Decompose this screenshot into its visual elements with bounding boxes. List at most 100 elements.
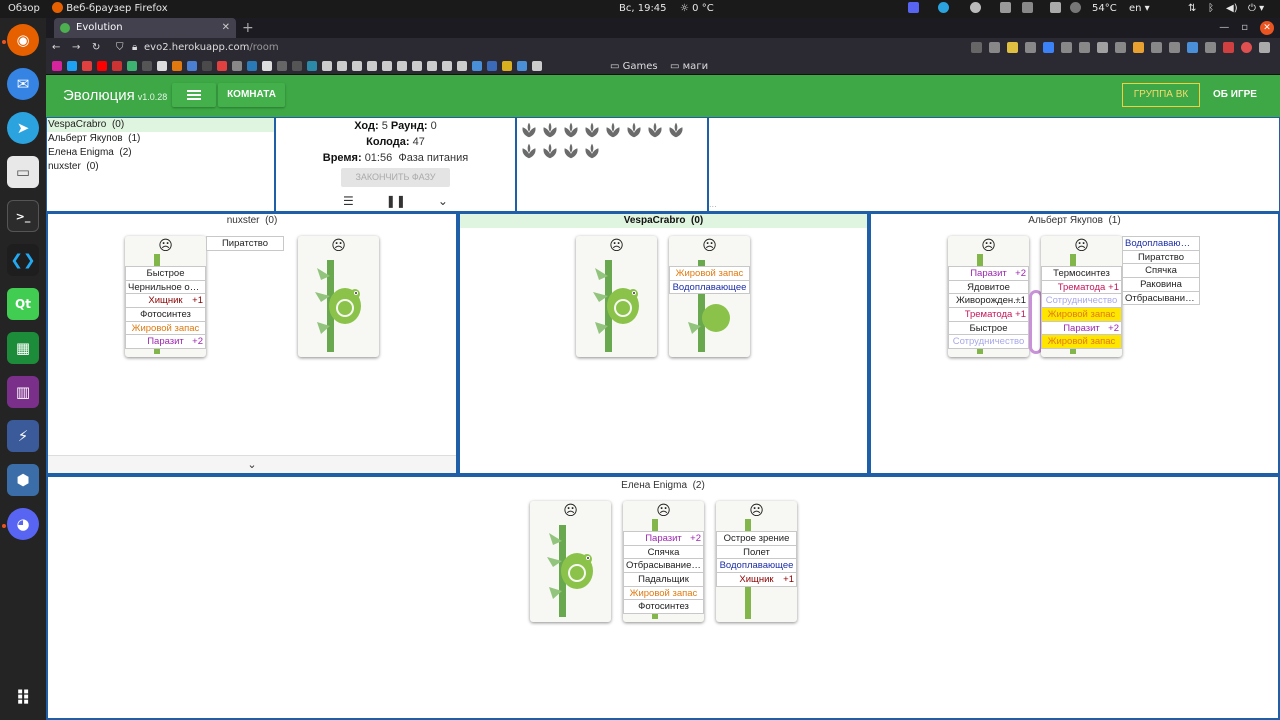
bookmark-icon[interactable] (232, 61, 242, 71)
forward-icon[interactable]: → (72, 42, 81, 53)
bookmark-icon[interactable] (487, 61, 497, 71)
log-list-icon[interactable]: ☰ (343, 194, 354, 208)
bookmark-icon[interactable] (412, 61, 422, 71)
animal-card[interactable]: ☹ (530, 501, 611, 622)
star-icon[interactable] (1025, 42, 1036, 53)
dock-telegram-icon[interactable]: ➤ (7, 112, 39, 144)
bookmark-folder-games[interactable]: ▭ Games (610, 61, 658, 72)
food-token-icon[interactable] (520, 142, 538, 160)
animal-card[interactable]: ☹ (576, 236, 657, 357)
bookmark-icon[interactable] (367, 61, 377, 71)
food-token-icon[interactable] (625, 121, 643, 139)
tray-icon-5[interactable] (1022, 0, 1033, 18)
animal-card[interactable]: ☹ (298, 236, 379, 357)
dock-files-icon[interactable]: ▭ (7, 156, 39, 188)
bookmark-icon[interactable] (97, 61, 107, 71)
tray-icon-7[interactable] (1070, 0, 1081, 18)
dock-vscode-icon[interactable]: ❮❯ (7, 244, 39, 276)
dock-app-icon[interactable]: ▥ (7, 376, 39, 408)
bookmark-icon[interactable] (337, 61, 347, 71)
bookmark-icon[interactable] (217, 61, 227, 71)
trait[interactable]: Сотрудничество (1041, 293, 1122, 309)
bookmark-icon[interactable] (457, 61, 467, 71)
maximize-icon[interactable]: ▫ (1241, 22, 1248, 33)
extension-icon[interactable] (1115, 42, 1126, 53)
bluetooth-icon[interactable]: ᛒ (1208, 3, 1214, 14)
player-row[interactable]: Елена Enigma (2) (47, 146, 274, 160)
trait[interactable]: Трематода+1 (1041, 279, 1122, 295)
menu-icon[interactable] (971, 42, 982, 53)
volume-icon[interactable]: ◀) (1226, 3, 1238, 14)
food-token-icon[interactable] (583, 142, 601, 160)
extension-icon[interactable] (1205, 42, 1216, 53)
activities-button[interactable]: Обзор (8, 3, 40, 14)
food-token-icon[interactable] (583, 121, 601, 139)
trait[interactable]: Отбрасывание ... (1122, 290, 1200, 306)
tray-icon-4[interactable] (1000, 0, 1011, 18)
food-token-icon[interactable] (562, 142, 580, 160)
clock[interactable]: Вс, 19:45 (619, 3, 667, 14)
trait[interactable]: Фотосинтез (125, 307, 206, 322)
bookmark-icon[interactable] (52, 61, 62, 71)
trait[interactable]: Трематода+1 (948, 307, 1029, 322)
trait[interactable]: Жировой запас (1041, 307, 1122, 322)
trait[interactable]: Спячка (623, 544, 704, 560)
trait[interactable]: Отбрасывание ... (623, 558, 704, 574)
extension-icon[interactable] (1133, 42, 1144, 53)
minimize-icon[interactable]: — (1219, 22, 1230, 33)
food-token-icon[interactable] (604, 121, 622, 139)
trait[interactable]: Ядовитое (948, 279, 1029, 295)
network-icon[interactable]: ⇅ (1188, 3, 1197, 14)
dock-discord-icon[interactable]: ◕ (7, 508, 39, 540)
extension-icon[interactable] (1007, 42, 1018, 53)
trait[interactable]: Паразит+2 (623, 531, 704, 546)
bookmark-icon[interactable] (382, 61, 392, 71)
bookmark-icon[interactable] (172, 61, 182, 71)
panel-resize-handle[interactable]: ... (709, 200, 717, 209)
back-icon[interactable]: ← (52, 42, 61, 53)
food-token-icon[interactable] (520, 121, 538, 139)
bookmark-icon[interactable] (112, 61, 122, 71)
expand-area-button[interactable]: ⌄ (48, 455, 456, 473)
bookmark-icon[interactable] (292, 61, 302, 71)
trait[interactable]: Паразит+2 (948, 266, 1029, 281)
trait[interactable]: Хищник+1 (716, 572, 797, 587)
trait[interactable]: Живорожден...+1 (948, 293, 1029, 309)
trait[interactable]: Хищник+1 (125, 293, 206, 309)
trait[interactable]: Жировой запас (623, 585, 704, 601)
bookmark-icon[interactable] (442, 61, 452, 71)
bookmark-icon[interactable] (187, 61, 197, 71)
shield-icon[interactable]: ⛉ (116, 42, 124, 53)
extension-icon[interactable] (1151, 42, 1162, 53)
dock-mail-icon[interactable]: ✉ (7, 68, 39, 100)
trait[interactable]: Падальщик (623, 572, 704, 587)
trait[interactable]: Полет (716, 544, 797, 560)
trait[interactable]: Спячка (1122, 263, 1200, 279)
close-tab-icon[interactable]: ✕ (221, 22, 230, 33)
dock-qt-icon[interactable]: Qt (7, 288, 39, 320)
power-icon[interactable]: ⏻ ▾ (1248, 3, 1265, 14)
bookmark-icon[interactable] (202, 61, 212, 71)
food-token-icon[interactable] (541, 142, 559, 160)
dock-spreadsheet-icon[interactable]: ▦ (7, 332, 39, 364)
trait[interactable]: Жировой запас (125, 320, 206, 336)
trait[interactable]: Раковина (1122, 277, 1200, 292)
bookmark-icon[interactable] (532, 61, 542, 71)
food-token-icon[interactable] (541, 121, 559, 139)
trait[interactable]: Сотрудничество (948, 334, 1029, 350)
bookmark-icon[interactable] (82, 61, 92, 71)
bookmark-icon[interactable] (127, 61, 137, 71)
bookmark-icon[interactable] (67, 61, 77, 71)
player-row[interactable]: VespaCrabro (0) (47, 118, 274, 132)
extension-icon[interactable] (1241, 42, 1252, 53)
animal-card[interactable]: ☹ Жировой запас Водоплавающее (669, 236, 750, 357)
sidebar-icon[interactable] (1079, 42, 1090, 53)
cpu-temp[interactable]: 54°C (1092, 3, 1117, 14)
player-row[interactable]: nuxster (0) (47, 160, 274, 174)
library-icon[interactable] (1061, 42, 1072, 53)
weather-indicator[interactable]: ☼ 0 °C (680, 3, 714, 14)
bookmark-icon[interactable] (262, 61, 272, 71)
trait[interactable]: Паразит+2 (125, 334, 206, 350)
bookmark-icon[interactable] (427, 61, 437, 71)
player-row[interactable]: Альберт Якупов (1) (47, 132, 274, 146)
